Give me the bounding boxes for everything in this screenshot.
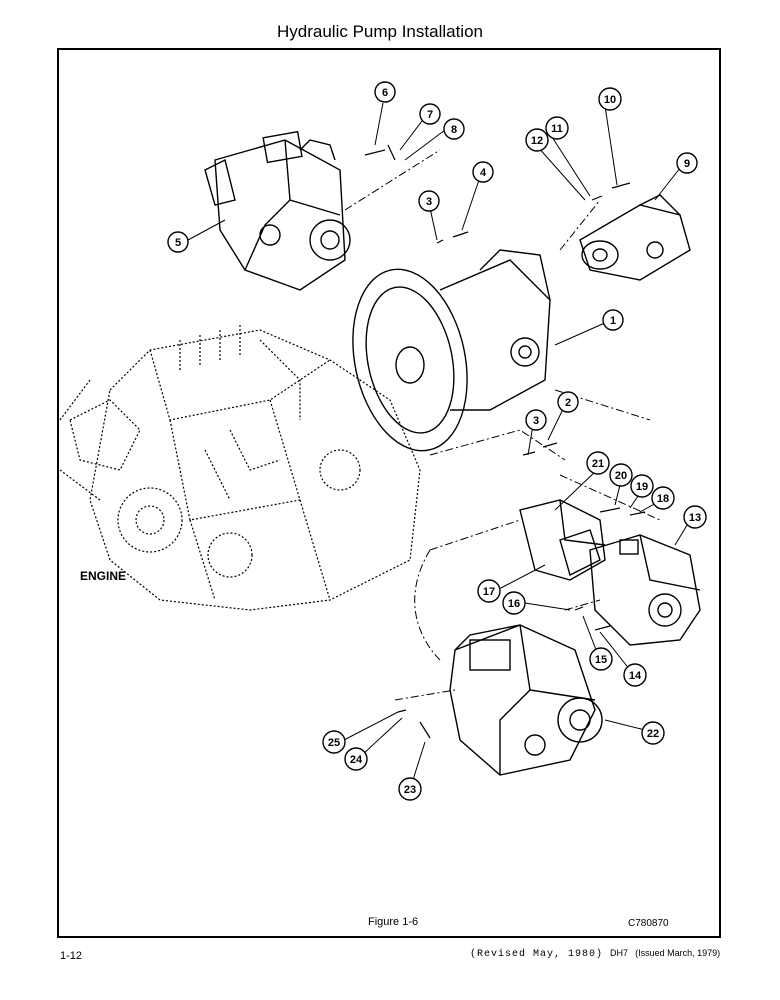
svg-text:2: 2 [565, 397, 571, 409]
svg-text:22: 22 [647, 728, 659, 740]
callout-22: 22 [641, 721, 665, 745]
charge-pump-icon [559, 529, 701, 646]
callout-14: 14 [623, 663, 647, 687]
callout-1: 1 [602, 309, 624, 331]
svg-text:23: 23 [404, 784, 416, 796]
callout-8: 8 [443, 118, 465, 140]
callout-9: 9 [676, 152, 698, 174]
svg-text:24: 24 [350, 754, 363, 766]
svg-text:3: 3 [533, 415, 539, 427]
svg-text:19: 19 [636, 481, 648, 493]
gear-pump-icon [579, 194, 691, 281]
revision-note: (Revised May, 1980) [470, 949, 604, 960]
callout-3-upper: 3 [418, 190, 440, 212]
page-title: Hydraulic Pump Installation [277, 22, 483, 41]
callout-19: 19 [630, 474, 654, 498]
callout-11: 11 [545, 116, 569, 140]
svg-text:10: 10 [604, 94, 616, 106]
engine-drawing-icon [59, 325, 421, 611]
callout-23: 23 [398, 777, 422, 801]
lower-pump-icon [449, 624, 603, 776]
svg-text:6: 6 [382, 87, 388, 99]
svg-text:17: 17 [483, 586, 495, 598]
svg-text:16: 16 [508, 598, 520, 610]
callout-25: 25 [322, 730, 346, 754]
callout-13: 13 [683, 505, 707, 529]
callout-18: 18 [651, 486, 675, 510]
callout-7: 7 [419, 103, 441, 125]
svg-text:15: 15 [595, 654, 607, 666]
hydraulic-pump-icon [204, 130, 351, 291]
callout-6: 6 [374, 81, 396, 103]
issue-date: (Issued March, 1979) [635, 948, 721, 958]
svg-text:18: 18 [657, 493, 669, 505]
drawing-number: C780870 [628, 918, 669, 929]
svg-text:3: 3 [426, 196, 432, 208]
callout-15: 15 [589, 647, 613, 671]
callout-group: 1 2 3 3 4 5 6 7 8 9 10 11 12 13 14 15 16… [167, 81, 707, 801]
svg-text:8: 8 [451, 124, 457, 136]
callout-16: 16 [502, 591, 526, 615]
callout-5: 5 [167, 231, 189, 253]
adapter-housing-icon [352, 249, 551, 452]
svg-text:21: 21 [592, 458, 604, 470]
svg-text:12: 12 [531, 135, 543, 147]
svg-text:5: 5 [175, 237, 181, 249]
svg-text:9: 9 [684, 158, 690, 170]
callout-2: 2 [557, 391, 579, 413]
svg-text:7: 7 [427, 109, 433, 121]
svg-text:14: 14 [629, 670, 642, 682]
callout-20: 20 [609, 463, 633, 487]
svg-text:4: 4 [480, 167, 487, 179]
engine-label: ENGINE [80, 569, 126, 583]
figure-caption: Figure 1-6 [368, 916, 419, 928]
svg-text:13: 13 [689, 512, 701, 524]
figure-frame [57, 48, 721, 938]
callout-10: 10 [598, 87, 622, 111]
callout-24: 24 [344, 747, 368, 771]
callout-21: 21 [586, 451, 610, 475]
svg-text:1: 1 [610, 315, 616, 327]
svg-text:25: 25 [328, 737, 340, 749]
page-number: 1-12 [60, 950, 83, 962]
callout-12: 12 [525, 128, 549, 152]
callout-17: 17 [477, 579, 501, 603]
revision-line: (Revised May, 1980) DH7 (Issued March, 1… [470, 948, 720, 960]
svg-text:11: 11 [551, 123, 563, 135]
document-id: DH7 [610, 948, 629, 958]
callout-3-lower: 3 [525, 409, 547, 431]
adapter-block-icon [519, 499, 606, 581]
svg-text:20: 20 [615, 470, 627, 482]
callout-4: 4 [472, 161, 494, 183]
